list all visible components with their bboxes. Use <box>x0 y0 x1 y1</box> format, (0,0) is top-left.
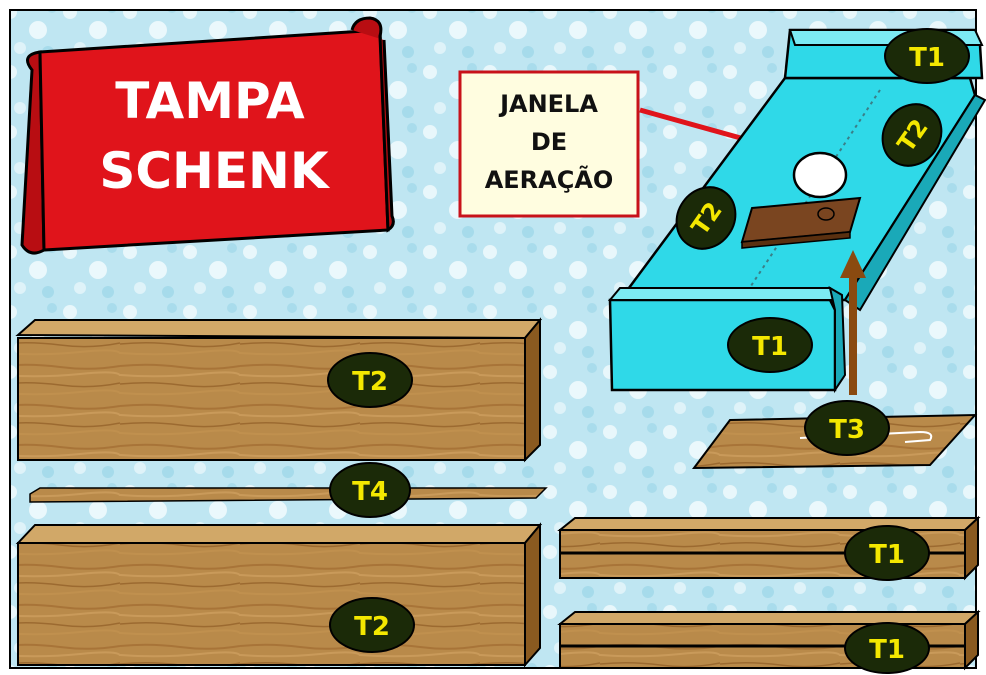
title-banner: TAMPA SCHENK <box>22 18 393 253</box>
callout-line-3: AERAÇÃO <box>485 165 614 194</box>
svg-text:T4: T4 <box>352 477 388 507</box>
svg-text:T1: T1 <box>869 635 905 665</box>
svg-text:T1: T1 <box>752 332 788 362</box>
label-t1-upper-plank: T1 <box>845 526 929 580</box>
label-t2-upper-plank: T2 <box>328 353 412 407</box>
callout-box: JANELA DE AERAÇÃO <box>460 72 638 216</box>
svg-text:T1: T1 <box>909 43 945 73</box>
label-t2-lower-plank: T2 <box>330 598 414 652</box>
svg-text:T1: T1 <box>869 540 905 570</box>
callout-line-1: JANELA <box>498 90 598 118</box>
title-line-1: TAMPA <box>115 72 305 130</box>
svg-text:T2: T2 <box>354 612 390 642</box>
label-t1-top: T1 <box>885 29 969 83</box>
label-t1-lower-plank: T1 <box>845 623 929 673</box>
label-t1-lid: T1 <box>728 318 812 372</box>
svg-text:T3: T3 <box>829 415 865 445</box>
label-t3: T3 <box>805 401 889 455</box>
plank-t2-bottom <box>18 525 540 665</box>
label-t4: T4 <box>330 463 410 517</box>
callout-line-2: DE <box>531 128 567 156</box>
title-line-2: SCHENK <box>99 142 331 200</box>
svg-text:T2: T2 <box>352 367 388 397</box>
plank-t2-top <box>18 320 540 460</box>
